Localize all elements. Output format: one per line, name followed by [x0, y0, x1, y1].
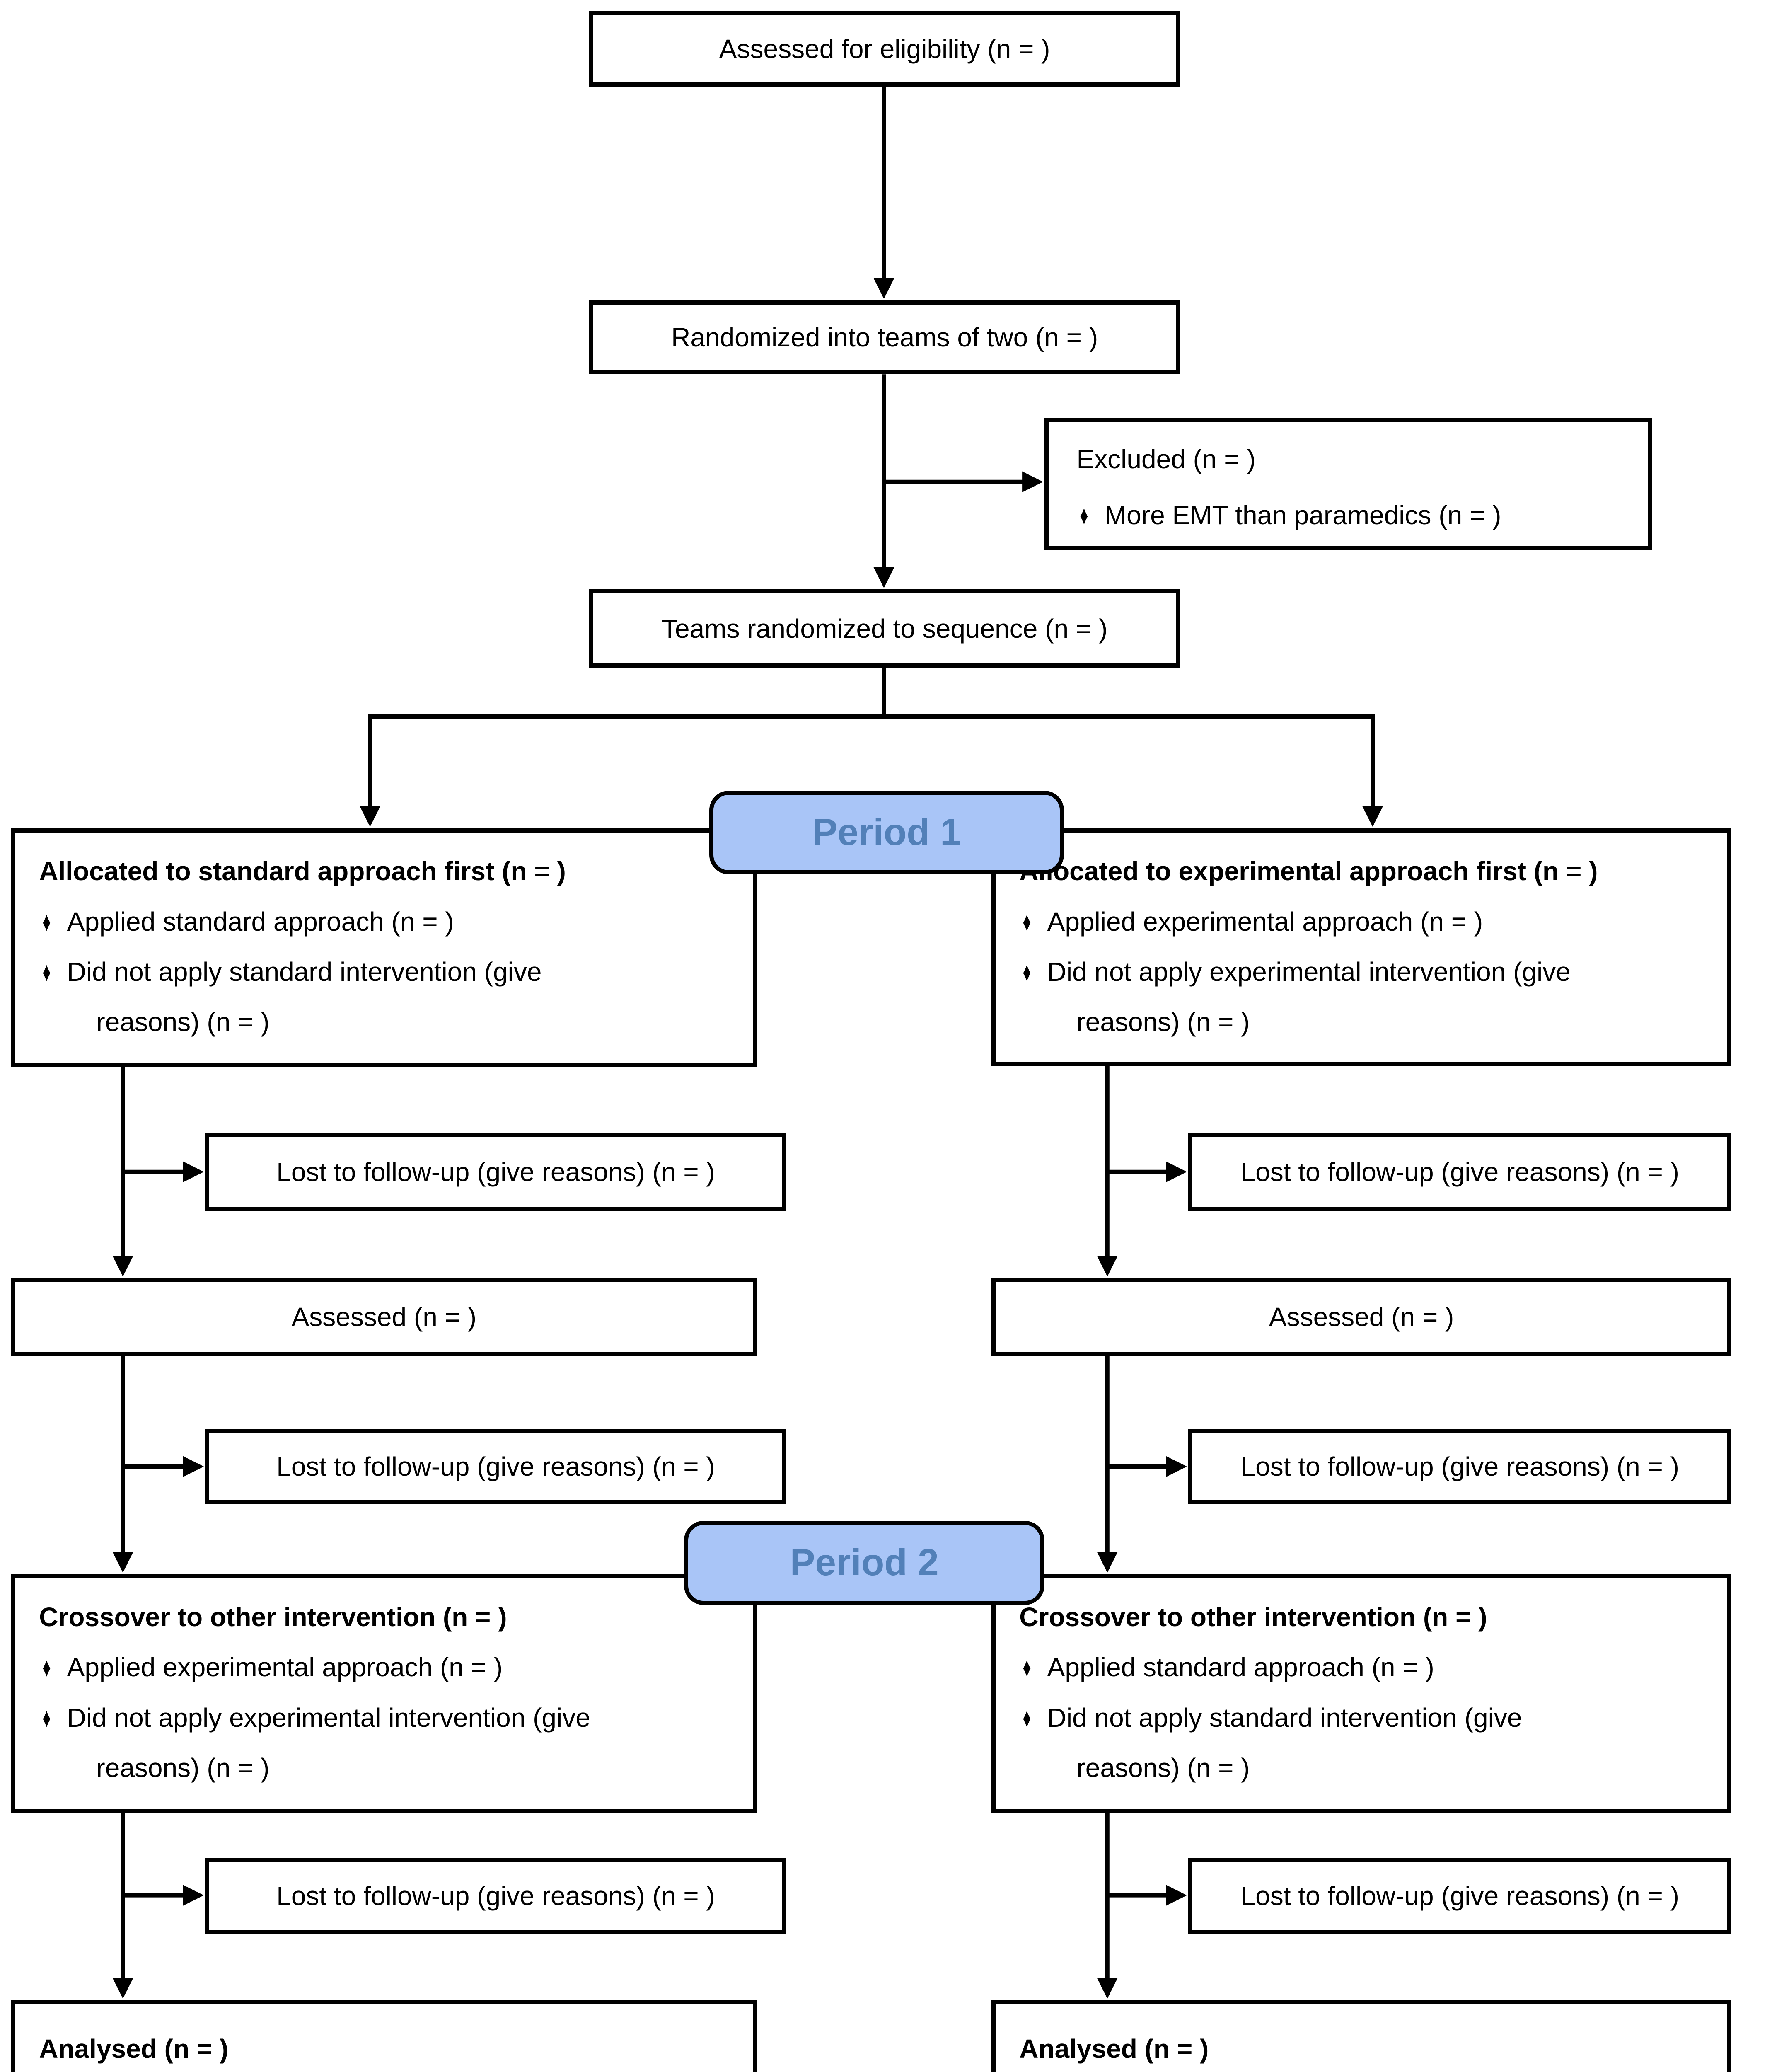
box-title: Crossover to other intervention (n = ) — [39, 1602, 507, 1632]
bullet-text: Applied standard approach (n = ) — [1047, 1652, 1434, 1682]
box-excluded: Excluded (n = ) ♦ More EMT than paramedic… — [1044, 417, 1652, 550]
box-title: Analysed (n = ) — [1019, 2033, 1209, 2064]
box-title: Allocated to standard approach first (n … — [39, 856, 566, 886]
bullet-text: Applied experimental approach (n = ) — [1047, 906, 1483, 937]
bullet-line: ♦ Did not apply standard intervention (gi… — [39, 947, 742, 997]
diamond-bullet-icon: ♦ — [42, 906, 51, 937]
diamond-bullet-icon: ♦ — [42, 1702, 51, 1733]
box-analysed-right: Analysed (n = ) ♦Excluded from analysis … — [991, 2000, 1732, 2072]
box-lost-followup-left-1: Lost to follow-up (give reasons) (n = ) — [205, 1133, 786, 1211]
box-lost-followup-left-3: Lost to follow-up (give reasons) (n = ) — [205, 1857, 786, 1934]
bullet-text: Did not apply standard intervention (giv… — [67, 957, 542, 987]
bullet-line: ♦ Applied standard approach (n = ) — [39, 897, 742, 947]
bullet-line: ♦ Did not apply experimental intervention… — [1019, 947, 1716, 997]
bullet-text: Applied experimental approach (n = ) — [67, 1652, 503, 1682]
box-title: Allocated to experimental approach first… — [1019, 856, 1598, 886]
bullet-line: ♦ Applied standard approach (n = ) — [1019, 1642, 1716, 1692]
box-label: Randomized into teams of two (n = ) — [671, 322, 1098, 352]
box-allocated-experimental-first: Allocated to experimental approach first… — [991, 828, 1732, 1066]
period-2-badge: Period 2 — [684, 1521, 1045, 1605]
box-analysed-left: Analysed (n = ) ♦Excluded from analysis … — [11, 2000, 757, 2072]
box-title: Analysed (n = ) — [39, 2033, 229, 2064]
box-label: Lost to follow-up (give reasons) (n = ) — [1240, 1881, 1679, 1911]
box-randomized-teams: Randomized into teams of two (n = ) — [589, 300, 1180, 375]
box-title: Crossover to other intervention (n = ) — [1019, 1602, 1487, 1632]
bullet-line: ♦ Did not apply standard intervention (gi… — [1019, 1693, 1716, 1743]
box-label: Lost to follow-up (give reasons) (n = ) — [1240, 1157, 1679, 1187]
box-label: Assessed for eligibility (n = ) — [719, 34, 1050, 64]
box-assessed-left: Assessed (n = ) — [11, 1278, 757, 1356]
bullet-line: ♦ Applied experimental approach (n = ) — [39, 1642, 742, 1692]
box-label: Lost to follow-up (give reasons) (n = ) — [1240, 1451, 1679, 1481]
bullet-text-continued: reasons) (n = ) — [96, 1753, 270, 1783]
bullet-text: Did not apply standard intervention (giv… — [1047, 1702, 1522, 1733]
box-teams-randomized-sequence: Teams randomized to sequence (n = ) — [589, 589, 1180, 668]
box-assessed-right: Assessed (n = ) — [991, 1278, 1732, 1356]
diamond-bullet-icon: ♦ — [1080, 500, 1089, 530]
bullet-text-continued: reasons) (n = ) — [1076, 1007, 1250, 1037]
bullet-line: ♦ Did not apply experimental intervention… — [39, 1693, 742, 1743]
box-lost-followup-left-2: Lost to follow-up (give reasons) (n = ) — [205, 1428, 786, 1504]
bullet-text-continued: reasons) (n = ) — [1076, 1753, 1250, 1783]
box-lost-followup-right-1: Lost to follow-up (give reasons) (n = ) — [1188, 1133, 1732, 1211]
box-crossover-left: Crossover to other intervention (n = ) ♦… — [11, 1574, 757, 1813]
box-lost-followup-right-3: Lost to follow-up (give reasons) (n = ) — [1188, 1857, 1732, 1934]
period-1-label: Period 1 — [812, 811, 961, 853]
period-1-badge: Period 1 — [709, 790, 1064, 874]
box-label: Lost to follow-up (give reasons) (n = ) — [276, 1157, 715, 1187]
diamond-bullet-icon: ♦ — [1023, 1652, 1031, 1682]
box-label: Assessed (n = ) — [291, 1302, 477, 1332]
box-lost-followup-right-2: Lost to follow-up (give reasons) (n = ) — [1188, 1428, 1732, 1504]
bullet-text: Did not apply experimental intervention … — [1047, 957, 1571, 987]
bullet-text-continued: reasons) (n = ) — [96, 1007, 270, 1037]
box-label: Teams randomized to sequence (n = ) — [661, 613, 1108, 644]
box-allocated-standard-first: Allocated to standard approach first (n … — [11, 828, 757, 1067]
excluded-bullet-line: ♦ More EMT than paramedics (n = ) — [1076, 487, 1637, 543]
period-2-label: Period 2 — [790, 1542, 939, 1584]
box-label: Assessed (n = ) — [1269, 1302, 1454, 1332]
bullet-line: ♦ Applied experimental approach (n = ) — [1019, 897, 1716, 947]
diamond-bullet-icon: ♦ — [1023, 906, 1031, 937]
box-assessed-eligibility: Assessed for eligibility (n = ) — [589, 11, 1180, 87]
bullet-text: Did not apply experimental intervention … — [67, 1702, 590, 1733]
diamond-bullet-icon: ♦ — [42, 957, 51, 987]
excluded-title: Excluded (n = ) — [1076, 444, 1256, 474]
diamond-bullet-icon: ♦ — [1023, 1702, 1031, 1733]
diamond-bullet-icon: ♦ — [1023, 957, 1031, 987]
diamond-bullet-icon: ♦ — [42, 1652, 51, 1682]
box-crossover-right: Crossover to other intervention (n = ) ♦… — [991, 1574, 1732, 1813]
bullet-text: Applied standard approach (n = ) — [67, 906, 454, 937]
box-label: Lost to follow-up (give reasons) (n = ) — [276, 1881, 715, 1911]
box-label: Lost to follow-up (give reasons) (n = ) — [276, 1451, 715, 1481]
bullet-text: More EMT than paramedics (n = ) — [1104, 500, 1501, 530]
